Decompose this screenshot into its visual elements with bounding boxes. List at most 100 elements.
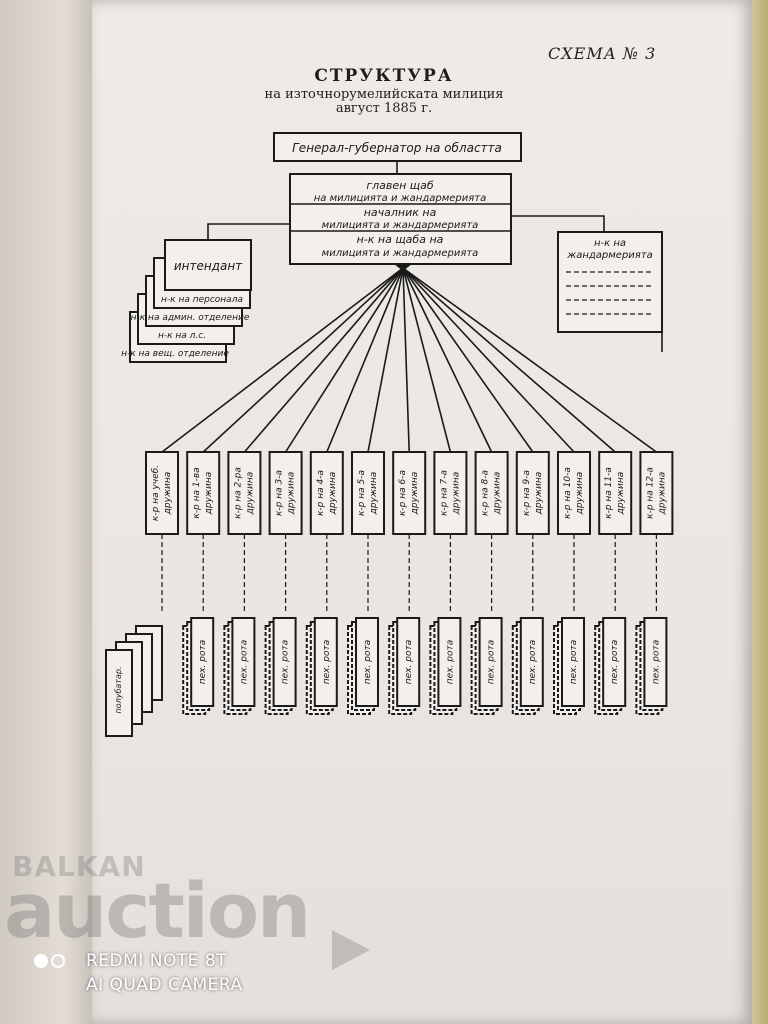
hub-link-2 bbox=[243, 267, 404, 453]
gendarmerie-box bbox=[557, 231, 663, 333]
unit-label-6-b: дружина bbox=[410, 472, 420, 516]
watermark-balkan: BALKAN bbox=[12, 850, 146, 883]
intendant-stack: интендант н-к на персонала н-к на админ.… bbox=[121, 239, 252, 363]
hub-link-4 bbox=[326, 267, 404, 453]
unit-label-9-a: к-р на 9-а bbox=[522, 470, 532, 516]
gendarmerie-dashes bbox=[566, 271, 652, 315]
company-label-1: пех. рота bbox=[198, 640, 208, 684]
unit-label-12-b: дружина bbox=[657, 472, 667, 516]
hub-link-3 bbox=[284, 267, 404, 453]
unit-label-10-b: дружина bbox=[575, 472, 585, 516]
unit-label-11-b: дружина bbox=[616, 472, 626, 516]
company-label-2: пех. рота bbox=[239, 640, 249, 684]
governor-label: Генерал-губернатор на областта bbox=[292, 141, 502, 155]
chief-label-2: милицията и жандармерията bbox=[322, 220, 479, 231]
staff-label-2: милицията и жандармерията bbox=[322, 248, 479, 259]
company-box-7 bbox=[437, 617, 462, 707]
unit-label-2-a: к-р на 2-ра bbox=[233, 467, 243, 519]
watermark-auction: auction bbox=[4, 866, 311, 955]
unit-label-6-a: к-р на 6-а bbox=[398, 470, 408, 516]
unit-box-5 bbox=[351, 451, 385, 535]
hub-link-11 bbox=[402, 267, 616, 453]
company-box-6 bbox=[396, 617, 421, 707]
unit-box-6 bbox=[392, 451, 427, 535]
company-label-10: пех. рота bbox=[569, 640, 579, 684]
hub-link-8 bbox=[402, 267, 493, 453]
company-label-5: пех. рота bbox=[363, 640, 373, 684]
unit-box-8 bbox=[474, 451, 509, 535]
unit-label-3-b: дружина bbox=[287, 472, 297, 516]
company-box-8 bbox=[478, 617, 503, 707]
intendant-link bbox=[207, 223, 290, 242]
unit-label-10-a: к-р на 10-а bbox=[563, 467, 573, 519]
hub-link-12 bbox=[402, 267, 657, 453]
intendant-sub-label-1: н-к на персонала bbox=[161, 295, 243, 305]
watermark-play-icon bbox=[332, 930, 370, 970]
unit-label-0-b: дружина bbox=[163, 472, 173, 516]
hq-label-2: на милицията и жандармерията bbox=[314, 193, 487, 204]
company-box-12 bbox=[643, 617, 668, 707]
gendarmerie-link bbox=[511, 215, 605, 232]
unit-label-8-b: дружина bbox=[493, 472, 503, 516]
company-label-3: пех. рота bbox=[281, 640, 291, 684]
unit-box-0 bbox=[145, 451, 179, 535]
left-page bbox=[0, 0, 105, 1024]
hq-box bbox=[289, 173, 512, 265]
company-label-12: пех. рота bbox=[651, 640, 661, 684]
company-label-9: пех. рота bbox=[528, 640, 538, 684]
hub-point bbox=[394, 264, 412, 271]
unit-label-1-b: дружина bbox=[204, 472, 214, 516]
company-box-10 bbox=[561, 617, 585, 707]
intendant-sub-label-4: н-к на вещ. отделение bbox=[121, 349, 229, 359]
unit-label-7-a: к-р на 7-а bbox=[439, 470, 449, 516]
company-box-3 bbox=[272, 617, 297, 707]
unit-box-3 bbox=[268, 451, 303, 535]
unit-label-11-a: к-р на 11-а bbox=[604, 467, 614, 519]
unit-box-9 bbox=[515, 451, 550, 535]
gendarmerie-label-1: н-к на bbox=[594, 238, 626, 249]
gendarmerie-label-2: жандармерията bbox=[566, 250, 653, 261]
unit-box-4 bbox=[309, 451, 344, 535]
hub-link-6 bbox=[402, 267, 410, 453]
page-title: СТРУКТУРА bbox=[314, 66, 454, 86]
camera-model: REDMI NOTE 8T bbox=[86, 951, 228, 971]
unit-label-0-a: к-р на учеб. bbox=[151, 465, 161, 521]
unit-label-7-b: дружина bbox=[451, 472, 461, 516]
company-label-6: пех. рота bbox=[404, 640, 414, 684]
page-subtitle: на източнорумелийската милиция bbox=[264, 87, 504, 102]
unit-box-10 bbox=[557, 451, 591, 535]
company-box-11 bbox=[602, 617, 627, 707]
chief-label-1: началник на bbox=[364, 206, 437, 219]
unit-label-5-a: к-р на 5-а bbox=[357, 470, 367, 516]
company-box-5 bbox=[355, 617, 379, 707]
company-label-11: пех. рота bbox=[610, 640, 620, 684]
hub-link-9 bbox=[402, 267, 534, 453]
unit-label-8-a: к-р на 8-а bbox=[481, 470, 491, 516]
unit-label-2-b: дружина bbox=[245, 472, 255, 516]
hub-link-10 bbox=[402, 267, 575, 453]
hub-link-1 bbox=[202, 267, 404, 453]
hub-link-0 bbox=[161, 267, 404, 453]
intendant-label: интендант bbox=[174, 259, 243, 273]
company-box-4 bbox=[313, 617, 338, 707]
page-date: август 1885 г. bbox=[335, 101, 433, 116]
training-company-label-0: полубатар. bbox=[114, 667, 123, 714]
training-company-box-0 bbox=[105, 649, 133, 737]
company-label-7: пех. рота bbox=[445, 640, 455, 684]
intendant-box bbox=[164, 239, 252, 291]
unit-box-12 bbox=[639, 451, 674, 535]
hub-link-7 bbox=[402, 267, 452, 453]
company-label-8: пех. рота bbox=[487, 640, 497, 684]
governor-box bbox=[273, 132, 522, 162]
unit-label-3-a: к-р на 3-а bbox=[275, 470, 285, 516]
hq-label-1: главен щаб bbox=[366, 179, 434, 192]
company-box-2 bbox=[231, 617, 256, 707]
camera-caption: AI QUAD CAMERA bbox=[86, 975, 243, 995]
company-box-1 bbox=[190, 617, 215, 707]
unit-label-1-a: к-р на 1-ва bbox=[192, 467, 202, 518]
schema-label: СХЕМА № 3 bbox=[548, 44, 657, 63]
unit-label-4-a: к-р на 4-а bbox=[316, 470, 326, 516]
unit-label-12-a: к-р на 12-а bbox=[645, 467, 655, 519]
